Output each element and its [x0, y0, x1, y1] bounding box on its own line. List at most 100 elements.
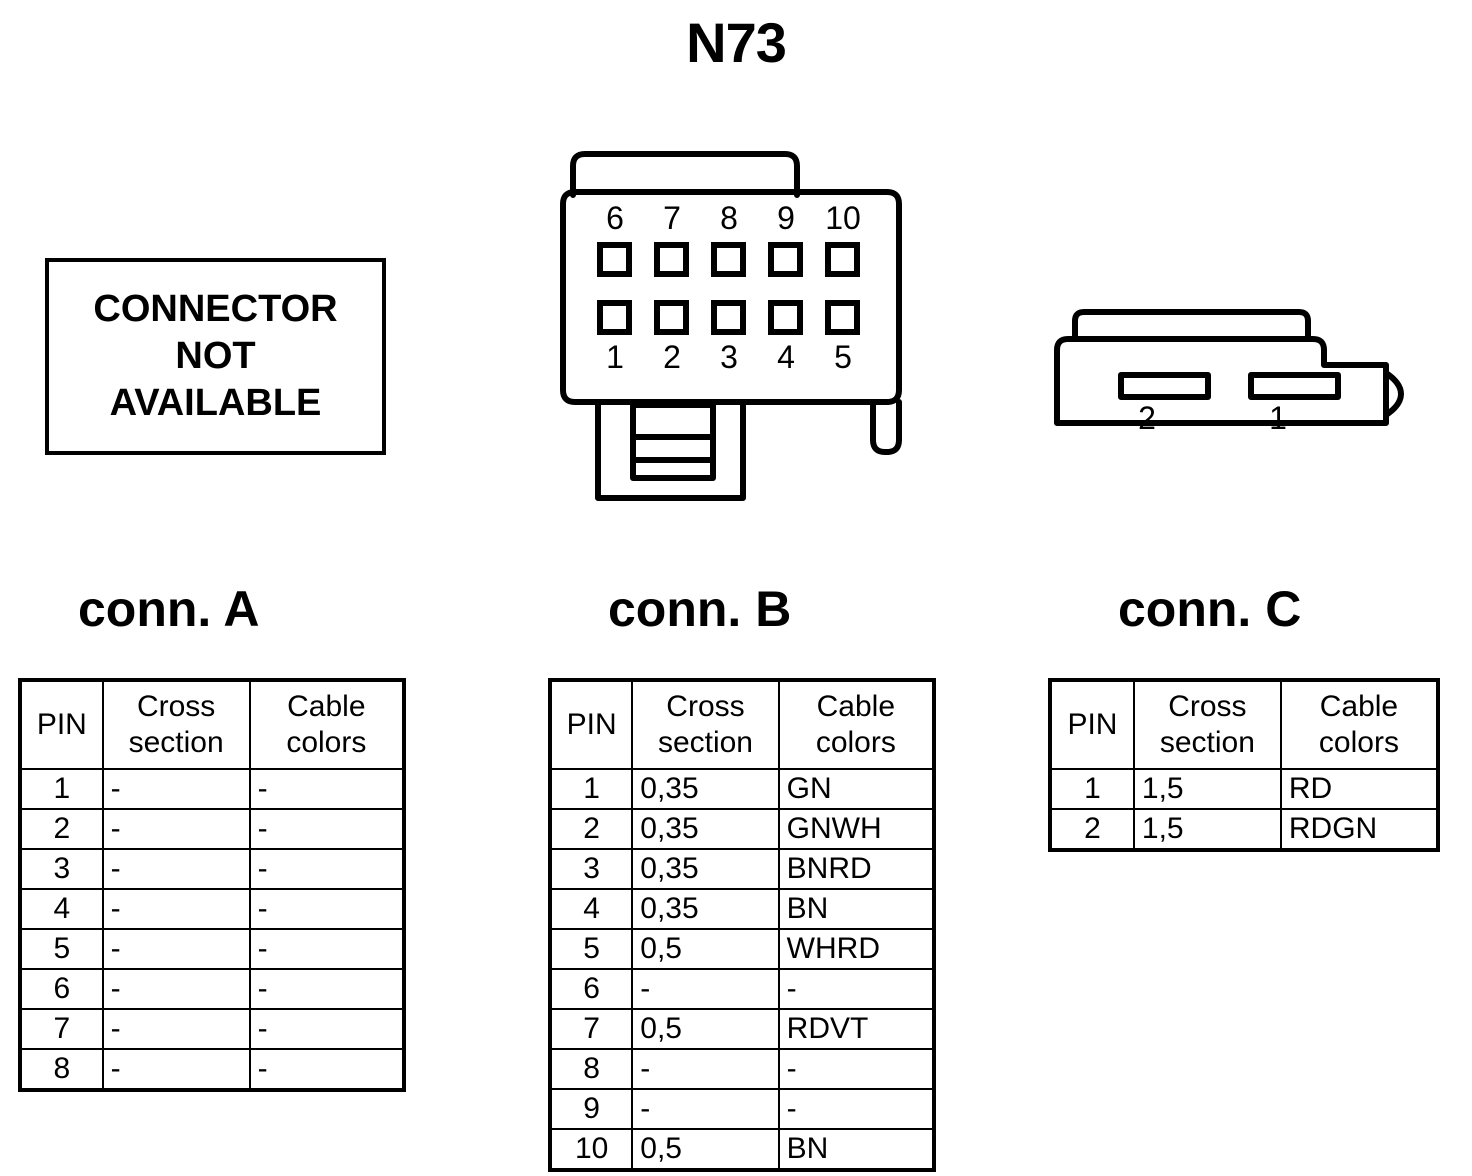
cell-pin: 7	[19, 1008, 104, 1050]
cell-cable-colors: RD	[1279, 768, 1440, 810]
cell-cross-section: -	[101, 848, 251, 890]
cell-cross-section: 0,35	[631, 888, 780, 930]
pin-slot-2	[1118, 372, 1211, 400]
cell-cable-colors: -	[248, 888, 406, 930]
pin-number-2: 2	[663, 339, 681, 375]
table-row: 5--	[19, 928, 406, 970]
cell-cable-colors: -	[248, 1008, 406, 1050]
header-cross-section: Cross section	[101, 679, 251, 770]
table-header-row: PIN Cross section Cable colors	[548, 679, 936, 770]
cell-cross-section: -	[101, 1008, 251, 1050]
pin-number-5: 5	[834, 339, 852, 375]
conn-a-pin-table: PIN Cross section Cable colors 1--2--3--…	[18, 678, 406, 1092]
cell-pin: 1	[548, 768, 634, 810]
header-cable-colors: Cable colors	[248, 679, 406, 770]
cell-cable-colors: BNRD	[777, 848, 936, 890]
cell-cross-section: -	[101, 808, 251, 850]
header-cable-colors: Cable colors	[1279, 679, 1440, 770]
page-title: N73	[686, 11, 787, 74]
cell-cable-colors: -	[777, 1048, 936, 1090]
cell-cable-colors: RDVT	[777, 1008, 936, 1050]
cell-pin: 3	[19, 848, 104, 890]
na-line-2: NOT	[175, 335, 256, 377]
header-cross-section: Cross section	[1132, 679, 1282, 770]
cell-cable-colors: -	[248, 968, 406, 1010]
cell-cable-colors: -	[248, 768, 406, 810]
table-row: 4--	[19, 888, 406, 930]
cell-cable-colors: -	[248, 848, 406, 890]
header-cross-section-line2: section	[657, 726, 753, 759]
cell-cross-section: -	[631, 1048, 780, 1090]
table-header: PIN Cross section Cable colors	[19, 679, 406, 770]
connector-not-available-box: CONNECTOR NOT AVAILABLE	[45, 258, 386, 455]
table-row: 8--	[548, 1048, 936, 1090]
cell-cable-colors: WHRD	[777, 928, 936, 970]
cell-cable-colors: -	[248, 928, 406, 970]
table-row: 1--	[19, 768, 406, 810]
cell-cross-section: -	[101, 888, 251, 930]
na-line-3: AVAILABLE	[109, 382, 322, 424]
conn-c-label: conn. C	[1118, 581, 1302, 637]
cell-pin: 6	[548, 968, 634, 1010]
cell-cross-section: 0,35	[631, 808, 780, 850]
table-row: 7--	[19, 1008, 406, 1050]
header-cross-section-line2: section	[1159, 726, 1255, 759]
cell-pin: 1	[1049, 768, 1135, 810]
table-row: 6--	[19, 968, 406, 1010]
table-row: 6--	[548, 968, 936, 1010]
cell-pin: 4	[548, 888, 634, 930]
pin-number-4: 4	[777, 339, 795, 375]
cell-cable-colors: GN	[777, 768, 936, 810]
cell-pin: 2	[19, 808, 104, 850]
header-cable-colors-line2: colors	[286, 726, 367, 759]
table-row: 9--	[548, 1088, 936, 1130]
connector-c-diagram: 2 1	[1035, 295, 1415, 445]
conn-b-label: conn. B	[608, 581, 792, 637]
cell-cable-colors: -	[777, 968, 936, 1010]
cell-pin: 3	[548, 848, 634, 890]
pin-number-3: 3	[720, 339, 738, 375]
cell-cross-section: -	[631, 1088, 780, 1130]
pin-number-9: 9	[777, 200, 795, 236]
connector-b-diagram: 6 7 8 9 10 1 2 3 4 5	[555, 140, 925, 505]
cell-pin: 9	[548, 1088, 634, 1130]
pin-number-10: 10	[825, 200, 861, 236]
header-pin: PIN	[548, 679, 634, 770]
na-line-1: CONNECTOR	[93, 288, 338, 330]
cell-cable-colors: GNWH	[777, 808, 936, 850]
conn-a-label: conn. A	[78, 581, 260, 637]
pin-number-1: 1	[606, 339, 624, 375]
cell-cable-colors: -	[777, 1088, 936, 1130]
cell-cross-section: 0,5	[631, 1128, 780, 1171]
cell-pin: 1	[19, 768, 104, 810]
table-header-row: PIN Cross section Cable colors	[19, 679, 406, 770]
cell-cable-colors: -	[248, 1048, 406, 1091]
cell-pin: 10	[548, 1128, 634, 1171]
cell-cross-section: 0,35	[631, 768, 780, 810]
cell-pin: 5	[19, 928, 104, 970]
header-cross-section: Cross section	[631, 679, 780, 770]
cell-pin: 7	[548, 1008, 634, 1050]
header-cable-colors: Cable colors	[777, 679, 936, 770]
cell-cross-section: 0,5	[631, 1008, 780, 1050]
header-cross-section-line1: Cross	[136, 690, 216, 723]
cell-pin: 2	[1049, 808, 1135, 851]
cell-cross-section: 1,5	[1132, 808, 1282, 851]
table-header: PIN Cross section Cable colors	[548, 679, 936, 770]
cell-pin: 2	[548, 808, 634, 850]
header-pin: PIN	[1049, 679, 1135, 770]
cell-cross-section: -	[101, 968, 251, 1010]
cell-cross-section: -	[101, 928, 251, 970]
cell-cable-colors: BN	[777, 1128, 936, 1171]
table-row: 3--	[19, 848, 406, 890]
table-body: 1--2--3--4--5--6--7--8--	[19, 768, 406, 1091]
